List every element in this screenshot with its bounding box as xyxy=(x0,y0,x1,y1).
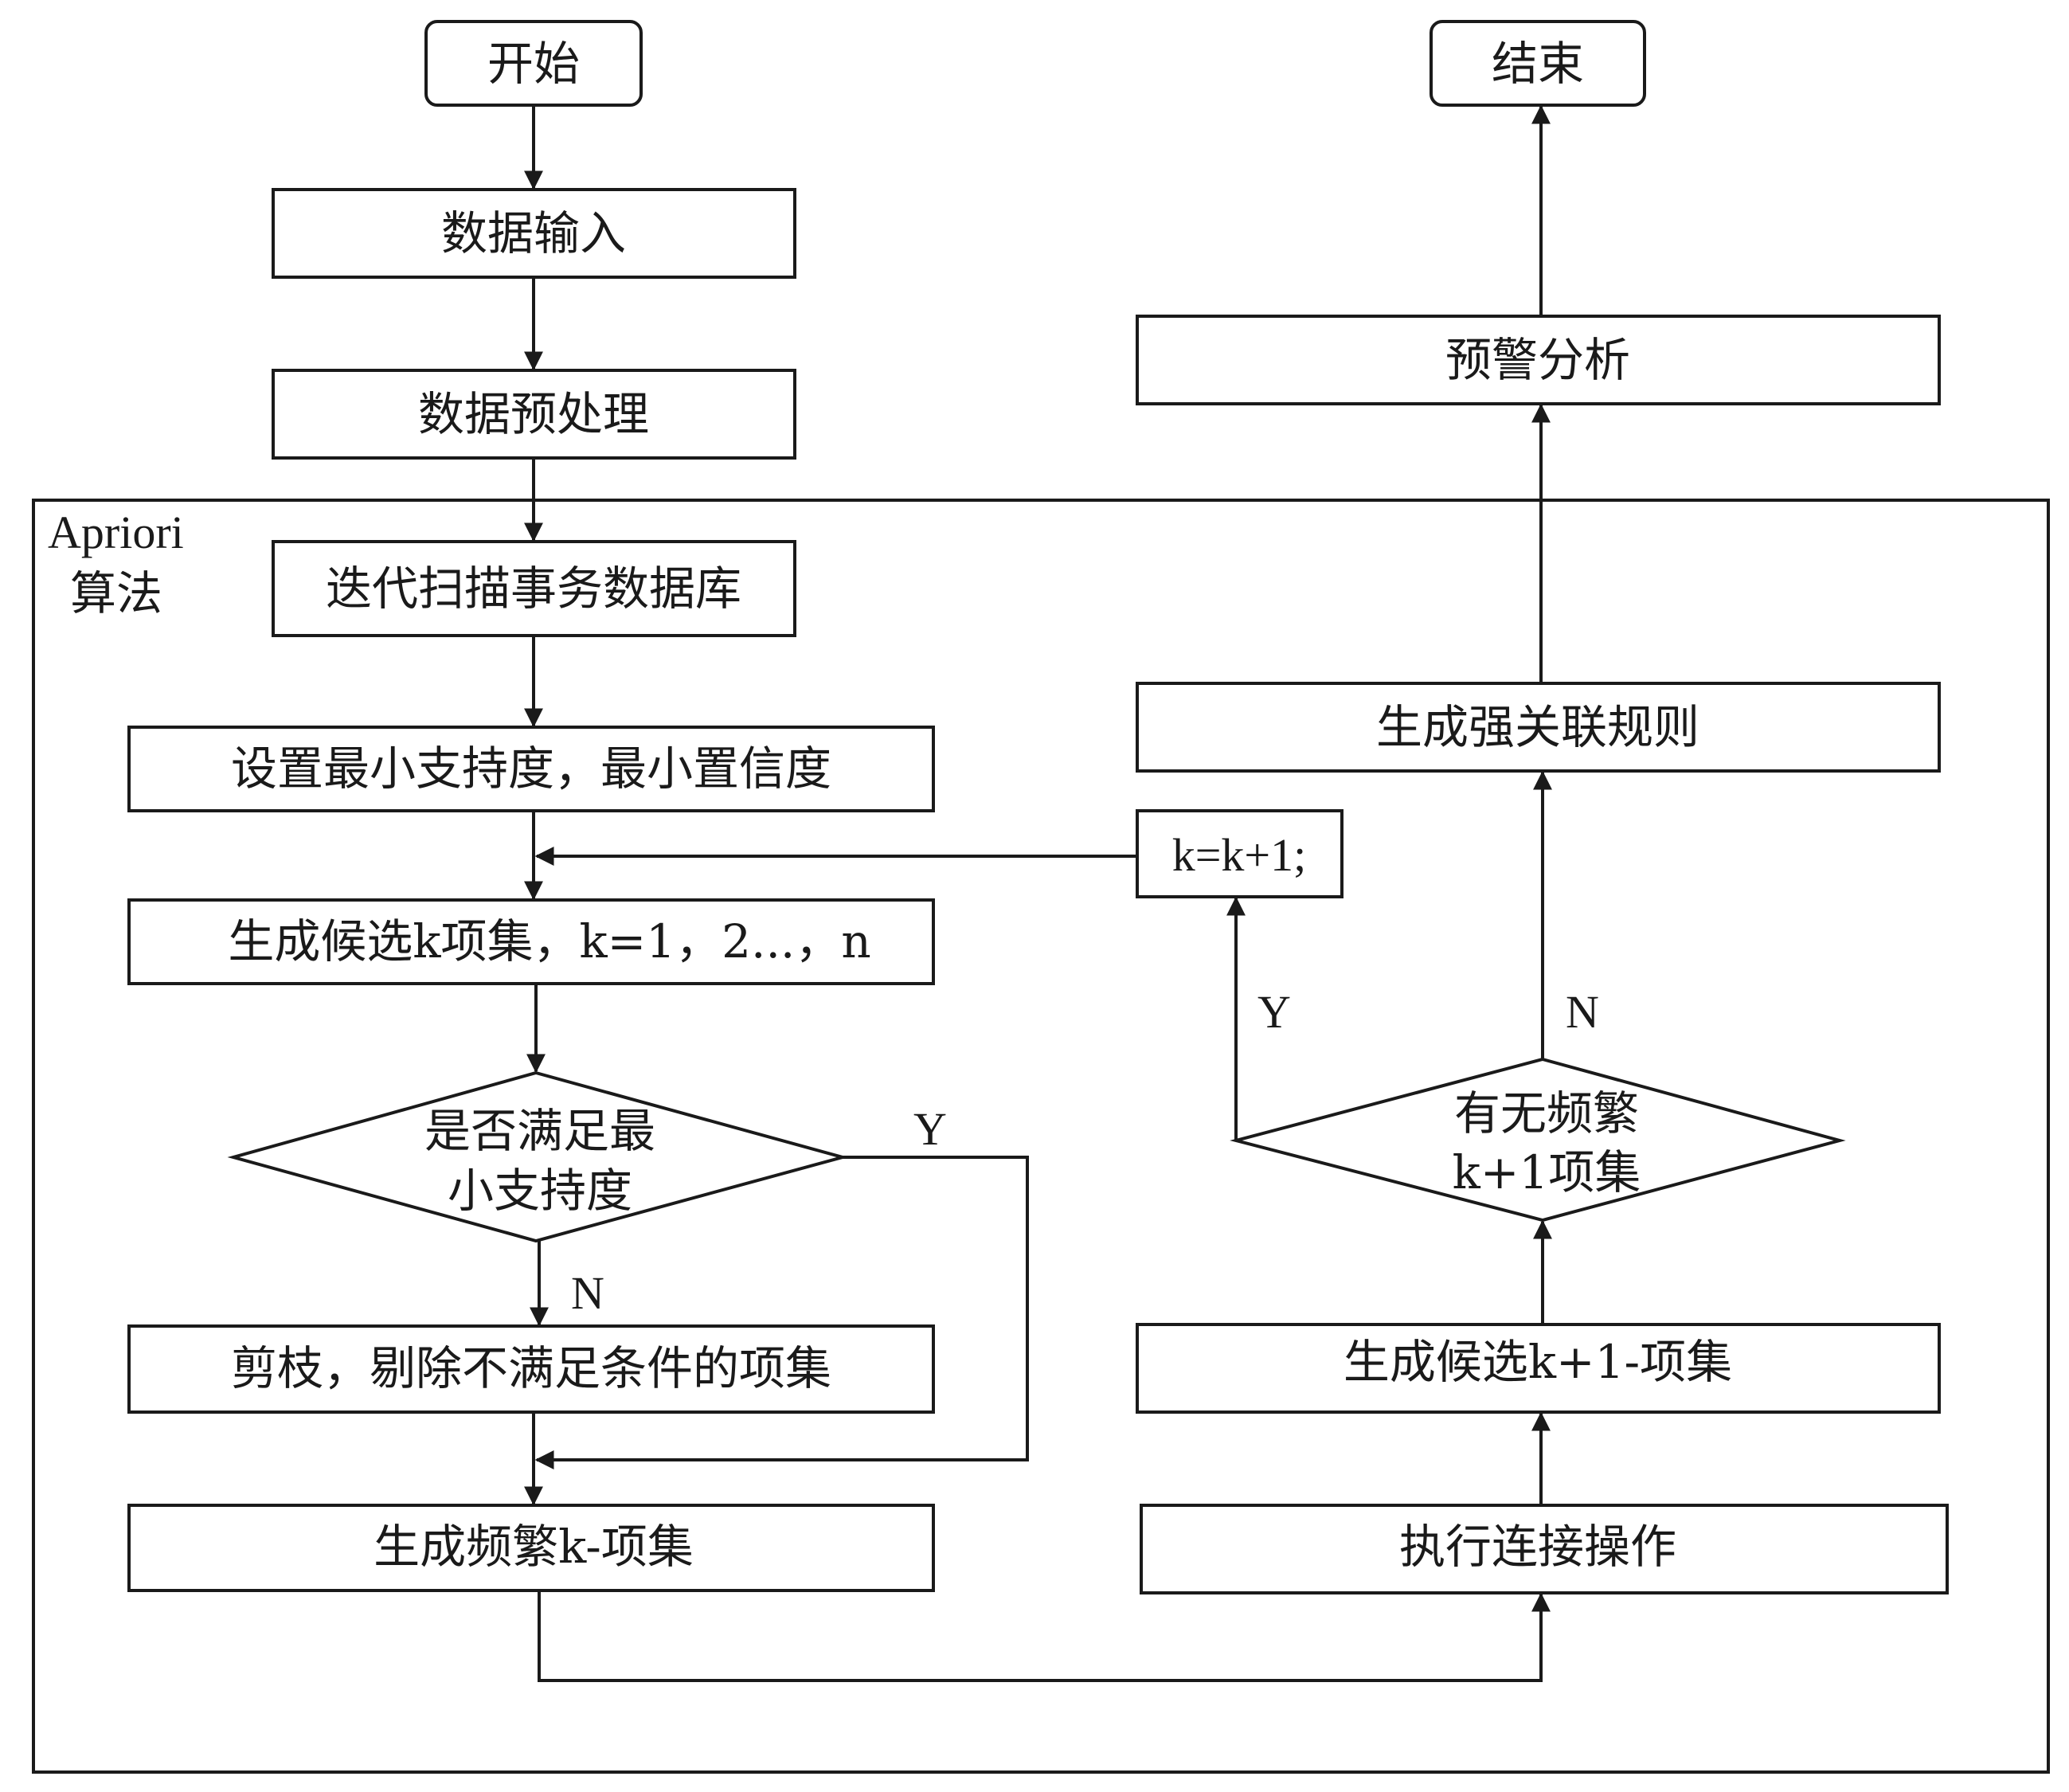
label-support-no: N xyxy=(571,1267,604,1319)
apriori-group-label-line1: Apriori xyxy=(48,507,184,558)
gen-candidate-k1-label: 生成候选k+1-项集 xyxy=(1343,1335,1732,1389)
gen-frequent-node xyxy=(127,1504,935,1592)
data-input-node xyxy=(272,188,796,279)
label-frequent-yes: Y xyxy=(1257,986,1291,1038)
check-support-label-line1: 是否满足最 xyxy=(424,1104,655,1158)
gen-rules-label: 生成强关联规则 xyxy=(1376,700,1699,754)
increment-node xyxy=(1136,809,1343,898)
data-input-label: 数据输入 xyxy=(441,206,626,260)
gen-frequent-label: 生成频繁k-项集 xyxy=(374,1520,694,1574)
warning-label: 预警分析 xyxy=(1445,333,1630,387)
join-node xyxy=(1140,1504,1949,1594)
prune-node xyxy=(127,1324,935,1414)
scan-db-label: 迭代扫描事务数据库 xyxy=(326,561,741,616)
edge-support-yes-to-frequent xyxy=(534,1156,1029,1469)
end-label: 结束 xyxy=(1492,37,1584,91)
set-threshold-node xyxy=(127,726,935,812)
has-frequent-label-line2: k+1项集 xyxy=(1453,1145,1641,1199)
check-support-decision xyxy=(227,1070,849,1243)
label-support-yes: Y xyxy=(913,1103,947,1155)
increment-label: k=k+1; xyxy=(1172,829,1307,881)
check-support-label-line2: 小支持度 xyxy=(448,1164,632,1218)
apriori-group-label-line2: 算法 xyxy=(70,566,162,620)
label-frequent-no: N xyxy=(1566,986,1599,1038)
prune-label: 剪枝，剔除不满足条件的项集 xyxy=(231,1341,831,1395)
join-label: 执行连接操作 xyxy=(1399,1520,1676,1574)
scan-db-node xyxy=(272,540,796,637)
gen-rules-node xyxy=(1136,682,1941,773)
edge-frequent-to-join xyxy=(538,1590,1551,1682)
gen-candidate-node xyxy=(127,898,935,985)
apriori-group-frame xyxy=(32,499,2050,1774)
has-frequent-label-line1: 有无频繁 xyxy=(1454,1086,1639,1141)
start-label: 开始 xyxy=(487,37,580,91)
warning-node xyxy=(1136,315,1941,405)
gen-candidate-k1-node xyxy=(1136,1323,1941,1414)
preprocess-label: 数据预处理 xyxy=(418,387,649,441)
gen-candidate-label: 生成候选k项集，k=1，2...，n xyxy=(228,914,870,968)
set-threshold-label: 设置最小支持度，最小置信度 xyxy=(231,741,831,796)
